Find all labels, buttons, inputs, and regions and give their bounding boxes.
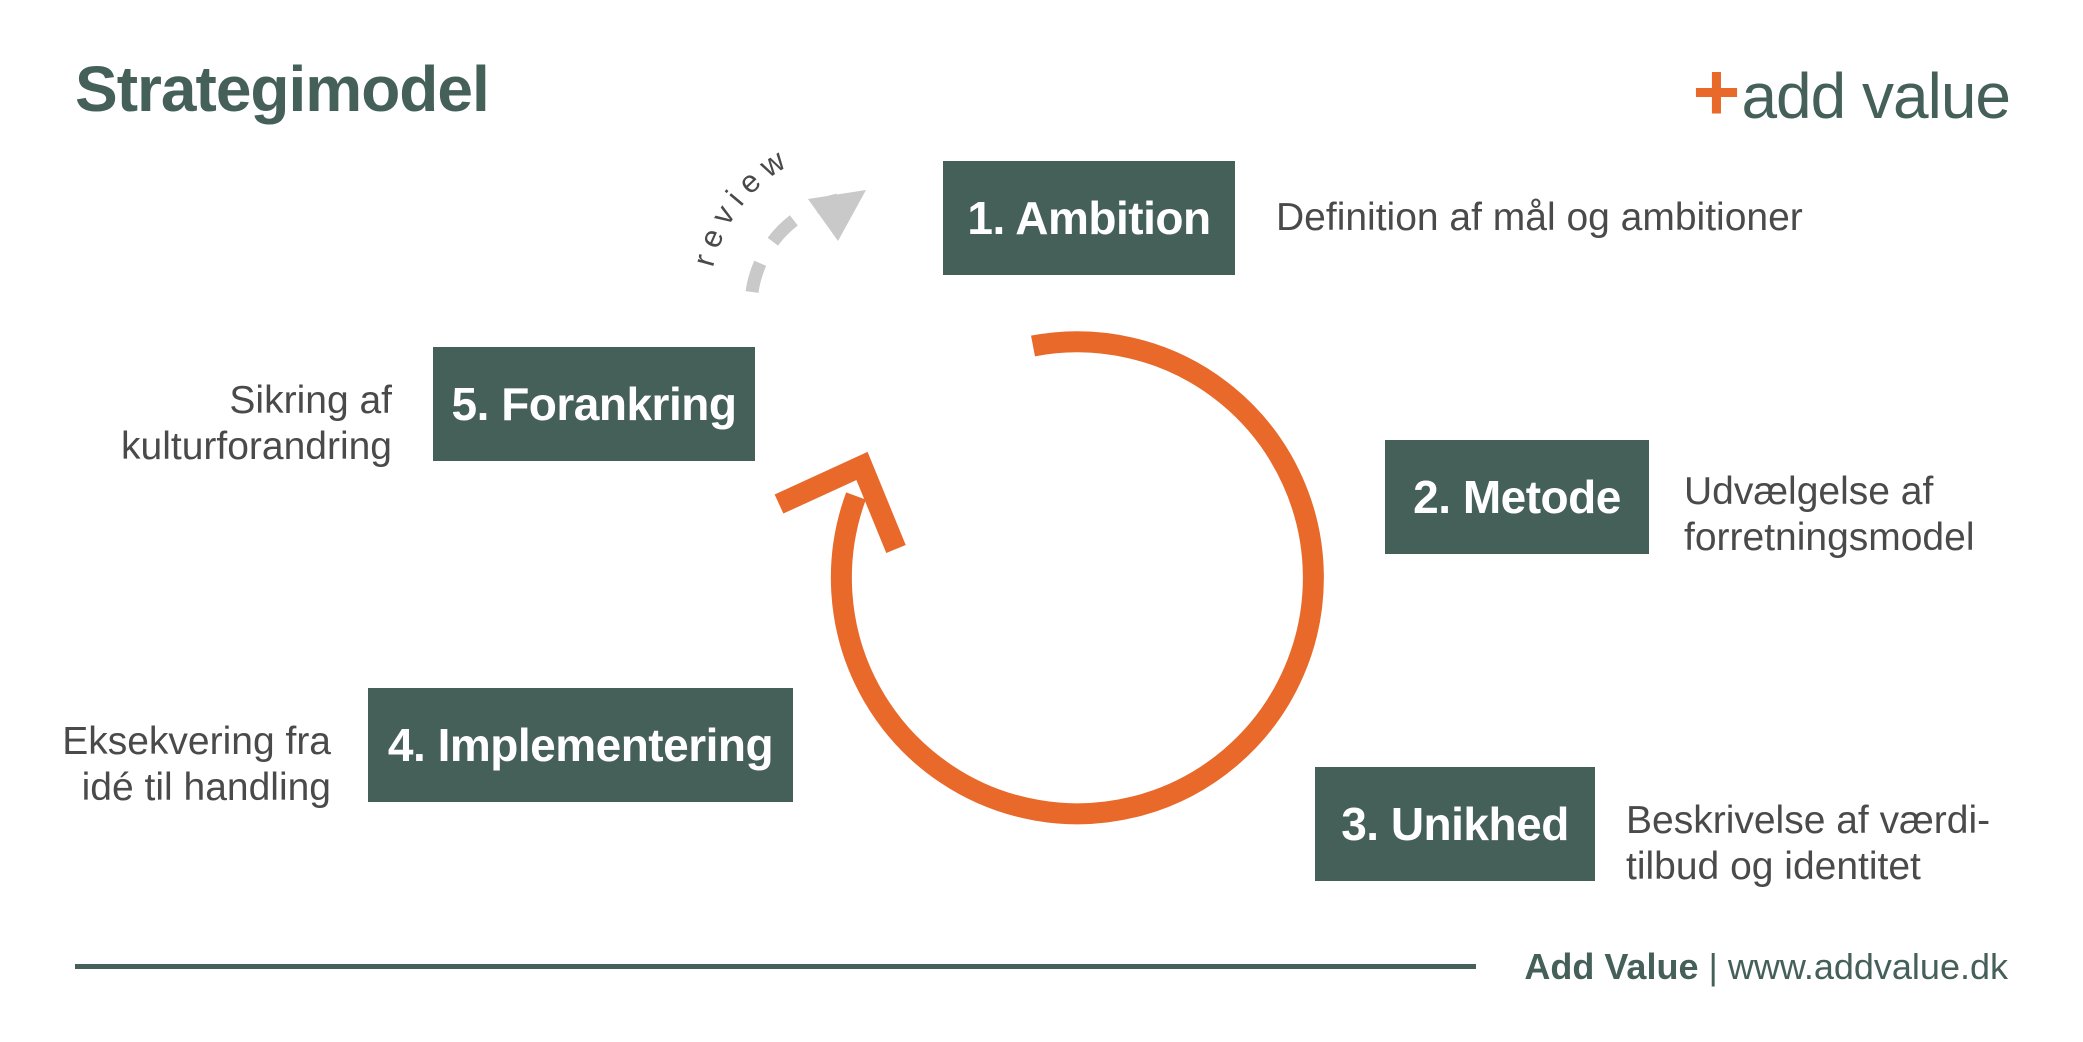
description-line: kulturforandring [121,425,392,468]
description-line: idé til handling [81,766,331,809]
description-line: Sikring af [229,379,392,422]
footer-text: Add Value|www.addvalue.dk [1524,946,2008,988]
step-description-unikhed: Beskrivelse af værdi- tilbud og identite… [1626,787,1990,901]
step-description-implementering: Eksekvering fra idé til handling [40,708,331,822]
brand-logo: + add value [1693,52,2011,140]
step-box-implementering: 4. Implementering [368,688,793,802]
step-box-metode: 2. Metode [1385,440,1649,554]
footer-url: www.addvalue.dk [1727,946,2008,987]
description-line: Beskrivelse af værdi- [1626,799,1991,842]
step-label: 5. Forankring [451,378,737,430]
page-title: Strategimodel [75,53,490,125]
step-label: 4. Implementering [387,719,774,771]
step-label: 2. Metode [1413,471,1621,523]
description-line: Definition af mål og ambitioner [1276,196,1803,239]
step-box-ambition: 1. Ambition [943,161,1235,275]
description-line: Eksekvering fra [62,720,331,763]
step-box-forankring: 5. Forankring [433,347,755,461]
step-box-unikhed: 3. Unikhed [1315,767,1595,881]
description-line: forretningsmodel [1684,516,1975,559]
description-line: tilbud og identitet [1626,845,1921,888]
review-label: review [686,138,798,270]
cycle-arrow-arc [830,331,1324,825]
footer-separator: | [1708,946,1718,987]
description-line: Udvælgelse af [1684,470,1934,513]
review-arrowhead [808,190,866,241]
plus-icon: + [1692,47,1741,138]
step-label: 1. Ambition [967,192,1211,244]
step-description-ambition: Definition af mål og ambitioner [1276,161,1803,275]
footer-brand: Add Value [1524,946,1699,987]
logo-text: add value [1741,60,2011,132]
step-label: 3. Unikhed [1341,798,1569,850]
cycle-arrowhead [774,451,906,553]
step-description-metode: Udvælgelse af forretningsmodel [1684,458,1974,572]
footer-divider [75,964,1476,969]
step-description-forankring: Sikring af kulturforandring [80,367,392,481]
